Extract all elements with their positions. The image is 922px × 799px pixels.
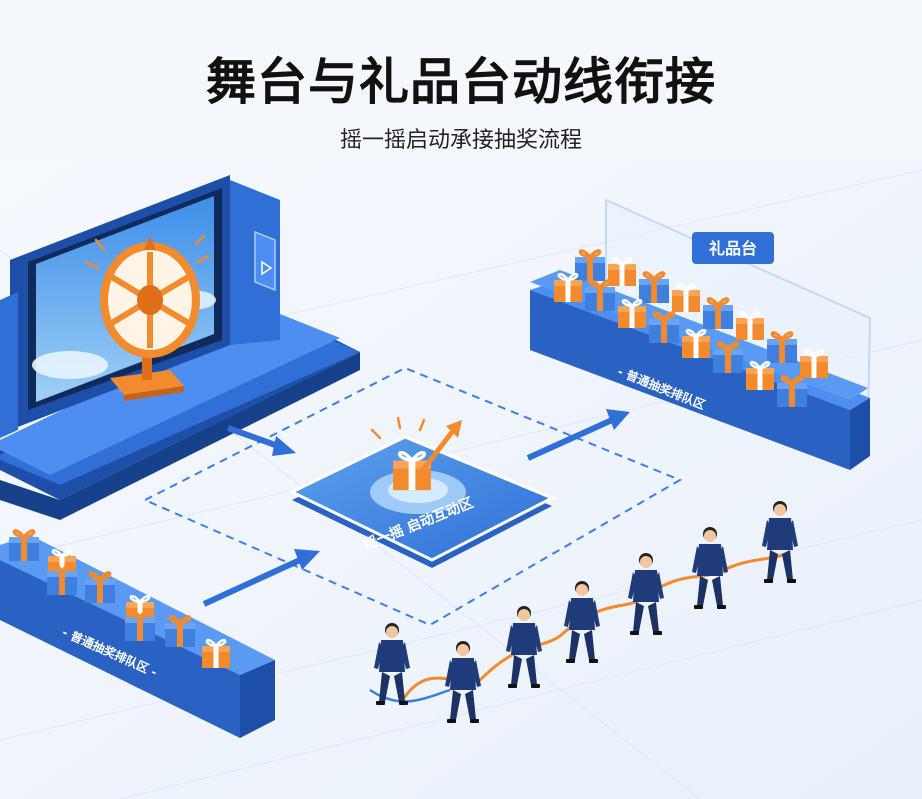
flow-arrow-icon (418, 420, 462, 476)
flow-arrows (202, 409, 630, 607)
arrow-stage-to-zone (226, 425, 296, 456)
play-icon (261, 260, 273, 276)
arrow-zone-to-gift (526, 409, 630, 461)
left-queue-table: - 普通抽奖排队区 - (0, 529, 275, 738)
page-subtitle: 摇一摇启动承接抽奖流程 (339, 128, 582, 153)
center-interaction-zone: 摇一摇 启动互动区 (288, 416, 556, 568)
gift-table: 礼品台 - 普通抽奖排队区 (530, 198, 872, 470)
arrow-queue-to-zone (202, 549, 320, 607)
prize-wheel-icon (100, 236, 200, 401)
page-title: 舞台与礼品台动线衔接 (206, 53, 716, 111)
svg-text:礼品台: 礼品台 (709, 239, 757, 258)
gift-table-sign: 礼品台 (692, 232, 774, 264)
flow-zone-outline (142, 366, 683, 627)
queue-rope-blue (369, 688, 451, 703)
stage (0, 175, 360, 520)
